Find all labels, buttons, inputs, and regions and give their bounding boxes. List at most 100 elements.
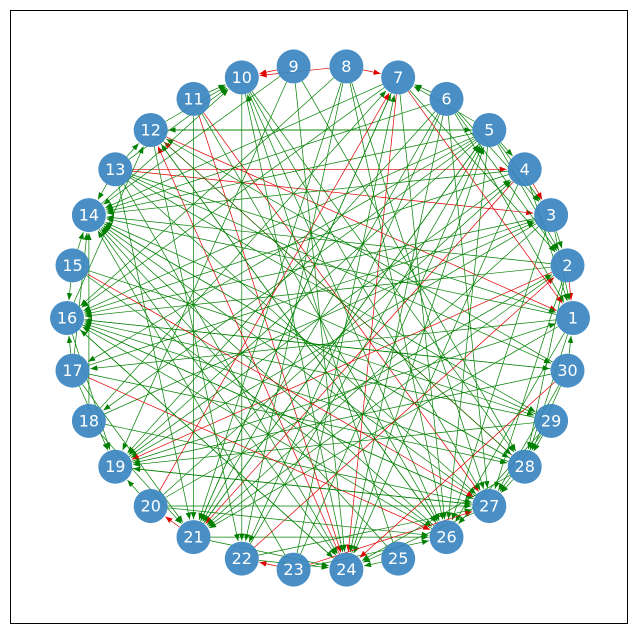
edge-17-to-3 [88, 220, 535, 366]
edge-3-to-2 [556, 231, 563, 249]
edge-2-to-21 [207, 275, 554, 527]
edge-26-to-16 [82, 326, 432, 529]
node-circle [534, 198, 569, 233]
node-label: 9 [289, 57, 299, 76]
edge-9-to-10 [259, 69, 277, 75]
node-circle [98, 449, 133, 484]
edge-5-to-19 [128, 141, 477, 455]
node-label: 12 [141, 121, 161, 140]
edge-8-to-22 [244, 82, 344, 542]
node-14: 14 [71, 198, 106, 233]
edge-3-to-16 [84, 218, 535, 316]
edge-30-to-1 [567, 335, 574, 354]
edge-3-to-21 [206, 226, 539, 526]
node-8: 8 [329, 49, 364, 84]
edge-3-to-19 [130, 223, 537, 459]
edge-8-to-21 [198, 82, 342, 521]
edge-10-to-26 [248, 92, 440, 521]
edge-6-to-27 [447, 115, 490, 489]
edge-8-to-16 [80, 77, 335, 307]
node-circle [381, 60, 416, 95]
node-label: 15 [62, 256, 82, 275]
node-label: 10 [232, 68, 252, 87]
node-circle [71, 403, 106, 438]
edge-21-to-24 [210, 540, 329, 568]
edge-6-to-7 [414, 84, 432, 93]
node-17: 17 [55, 353, 90, 388]
node-label: 29 [541, 411, 561, 430]
node-circle [472, 489, 507, 523]
edge-7-to-14 [105, 83, 383, 209]
edge-7-to-26 [399, 94, 447, 520]
edge-10-to-27 [249, 91, 481, 491]
edge-13-to-12 [126, 143, 139, 157]
node-label: 8 [341, 57, 351, 76]
edge-13-to-27 [127, 180, 477, 495]
edge-8-to-26 [349, 82, 445, 520]
node-label: 17 [62, 361, 82, 380]
node-label: 19 [105, 457, 125, 476]
edge-13-to-21 [118, 185, 192, 520]
node-circle [550, 353, 585, 388]
node-1: 1 [556, 301, 590, 335]
node-circle [507, 449, 542, 484]
edge-10-to-28 [251, 90, 515, 453]
node-circle [176, 81, 211, 116]
edge-6-to-24 [348, 115, 444, 553]
edge-7-to-16 [81, 87, 385, 308]
edge-11-to-26 [201, 113, 438, 522]
edge-12-to-1 [166, 136, 557, 312]
node-circle [329, 49, 364, 84]
node-label: 22 [232, 549, 252, 568]
node-label: 6 [441, 89, 451, 108]
node-20: 20 [133, 489, 168, 523]
edge-18-to-21 [99, 433, 182, 524]
node-label: 16 [57, 309, 77, 328]
edge-16-to-19 [71, 334, 111, 450]
edge-7-to-1 [407, 90, 563, 304]
edge-8-to-27 [351, 82, 485, 490]
edge-15-to-27 [87, 273, 474, 498]
edge-23-to-7 [296, 94, 396, 554]
edge-1-to-17 [90, 319, 557, 371]
edge-6-to-14 [105, 103, 431, 210]
node-19: 19 [98, 449, 133, 484]
node-label: 5 [484, 121, 494, 140]
edge-8-to-7 [363, 69, 381, 75]
edge-20-to-2 [165, 274, 553, 498]
node-circle [55, 248, 90, 283]
node-circle [71, 198, 106, 233]
node-circle [55, 353, 90, 388]
edge-4-to-1 [529, 185, 568, 302]
edge-22-to-2 [254, 277, 555, 548]
node-label: 7 [393, 68, 403, 87]
edge-16-to-27 [82, 324, 473, 500]
node-label: 2 [562, 256, 572, 275]
edge-13-to-1 [131, 174, 557, 313]
node-23: 23 [276, 552, 311, 587]
edge-27-to-14 [103, 225, 476, 497]
node-10: 10 [224, 60, 259, 95]
edge-20-to-19 [127, 479, 140, 494]
edge-14-to-28 [103, 223, 510, 459]
edge-2-to-16 [84, 266, 551, 319]
node-9: 9 [276, 49, 311, 84]
edge-2-to-14 [106, 214, 551, 264]
node-12: 12 [133, 113, 168, 147]
edge-3-to-26 [451, 231, 547, 521]
edge-30-to-24 [359, 381, 556, 558]
node-15: 15 [55, 248, 90, 283]
node-circle [133, 113, 168, 147]
edge-15-to-14 [77, 232, 84, 250]
edge-12-to-26 [160, 143, 437, 523]
edge-20-to-7 [158, 92, 390, 492]
edge-19-to-27 [132, 468, 472, 507]
edge-22-to-27 [258, 508, 472, 556]
edge-13-to-24 [123, 183, 338, 555]
edge-21-to-20 [165, 516, 180, 528]
node-label: 30 [557, 361, 577, 380]
node-circle [329, 552, 364, 587]
node-29: 29 [534, 403, 569, 438]
node-11: 11 [176, 81, 211, 116]
